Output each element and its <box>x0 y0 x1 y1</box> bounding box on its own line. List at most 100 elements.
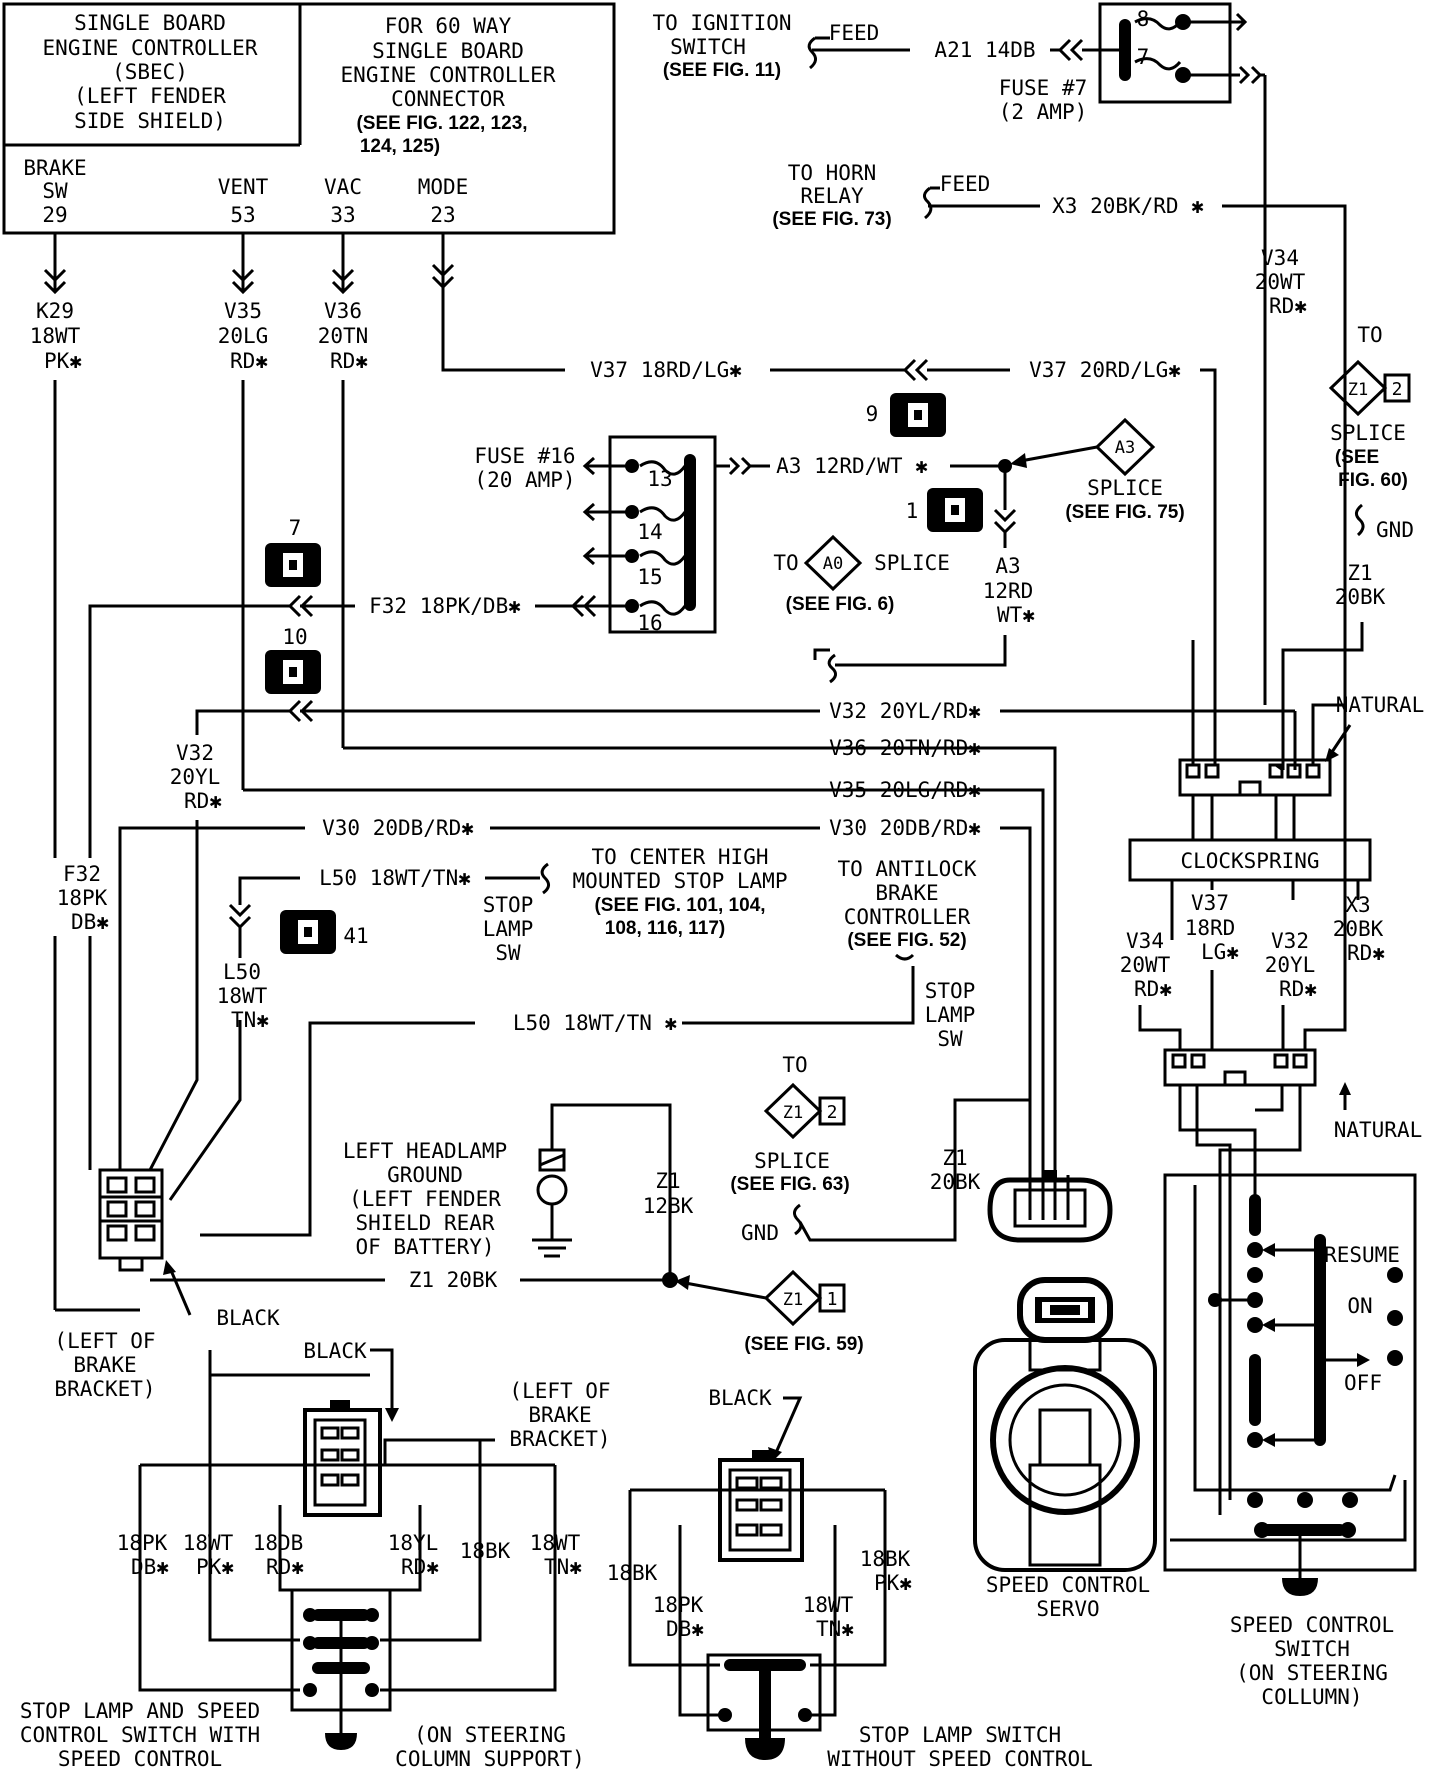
speed-switch-title-3: (ON STEERING <box>1236 1661 1388 1685</box>
l50-mid-run <box>200 1021 475 1237</box>
natural-connector-bottom: NATURAL <box>1163 1048 1422 1142</box>
natural-top-label: NATURAL <box>1336 693 1425 717</box>
splice-z1-mid: TO Z1 2 SPLICE (SEE FIG. 63) GND Z1 20BK <box>730 1053 1032 1245</box>
switch-connector-left: BLACK (LEFT OF BRAKE BRACKET) <box>54 1168 280 1401</box>
sbec-pin-terminals <box>43 233 455 295</box>
wire-v32-h: V32 20YL/RD✱ <box>829 699 981 723</box>
fuse-7: 8 7 FUSE #7 (2 AMP) <box>999 2 1265 124</box>
wire-l50-v-2: 18WT <box>217 984 268 1008</box>
wire-a21: A21 14DB <box>934 38 1035 62</box>
fuse16-pin-13: 13 <box>647 467 672 491</box>
connector-41-label: 41 <box>343 924 368 948</box>
chmsl-to-1: TO CENTER HIGH <box>591 845 768 869</box>
wire-v30-right: V30 20DB/RD✱ <box>829 816 981 840</box>
connector-1: 1 <box>906 488 983 532</box>
servo-connector <box>987 1170 1113 1243</box>
wire-x3: X3 20BK/RD ✱ <box>1052 194 1204 218</box>
splice-a3: A3 SPLICE (SEE FIG. 75) <box>1010 417 1185 523</box>
abs-to-1: TO ANTILOCK <box>837 857 976 881</box>
splice-z1-top-to: TO <box>1357 323 1382 347</box>
wire-z1-20bk-v-2: 20BK <box>930 1170 981 1194</box>
sw-with-w4-2: RD✱ <box>401 1555 439 1579</box>
sw-with-w2-2: PK✱ <box>196 1555 234 1579</box>
splice-z1-mid-label: SPLICE <box>754 1149 830 1173</box>
connector-10-label: 10 <box>282 625 307 649</box>
sbec-wire-runs <box>53 380 1000 1312</box>
connector-7-label: 7 <box>289 516 302 540</box>
splice-a0-label: SPLICE <box>874 551 950 575</box>
connector-10: 10 <box>265 625 321 694</box>
sw-with-w6-2: TN✱ <box>544 1555 582 1579</box>
wire-v36-h: V36 20TN/RD✱ <box>829 736 981 760</box>
splice-z1-mid-gnd: GND <box>741 1221 779 1245</box>
wire-k29-2: 18WT <box>30 324 81 348</box>
sw-with-w6-1: 18WT <box>530 1531 581 1555</box>
sbec-title-2: ENGINE CONTROLLER <box>43 36 258 60</box>
abs-ref: (SEE FIG. 52) <box>847 930 966 951</box>
sw-with-w1-2: DB✱ <box>131 1555 169 1579</box>
sbec-connector-1: FOR 60 WAY <box>385 14 512 38</box>
sw-without-w3-1: 18WT <box>803 1593 854 1617</box>
wire-k29-3: PK✱ <box>44 349 82 373</box>
splice-a3-label: SPLICE <box>1087 476 1163 500</box>
pin-brake-sw-name-2: SW <box>42 179 68 203</box>
sbec-connector-4: CONNECTOR <box>391 87 505 111</box>
wire-v32-v-3: RD✱ <box>184 789 222 813</box>
wire-f32-v-1: F32 <box>63 862 101 886</box>
l50-chmsl <box>168 862 550 1201</box>
black-label: BLACK <box>216 1306 280 1330</box>
speed-switch-title-1: SPEED CONTROL <box>1230 1613 1394 1637</box>
sw-without-w3-2: TN✱ <box>816 1617 854 1641</box>
connector-41: 41 <box>280 910 369 954</box>
headlamp-4: SHIELD REAR <box>355 1211 494 1235</box>
sw-with-black: BLACK <box>303 1339 367 1363</box>
pin-brake-sw-name-1: BRAKE <box>23 156 86 180</box>
splice-z1-bot: Z1 1 (SEE FIG. 59) <box>675 1269 864 1355</box>
left-bracket-3: BRACKET) <box>54 1377 155 1401</box>
sw-without-title-1: STOP LAMP SWITCH <box>859 1723 1061 1747</box>
cs-v34-1: V34 <box>1126 929 1164 953</box>
wire-l50-top: L50 18WT/TN✱ <box>319 866 471 890</box>
wire-v35-2: 20LG <box>218 324 269 348</box>
splice-a0-ref: (SEE FIG. 6) <box>786 594 895 615</box>
sbec-title-3: (SBEC) <box>112 60 188 84</box>
headlamp-2: GROUND <box>387 1163 463 1187</box>
wire-f32-h: F32 18PK/DB✱ <box>369 594 521 618</box>
sbec-title-4: (LEFT FENDER <box>74 84 226 108</box>
fuse16-pin-15: 15 <box>637 565 662 589</box>
headlamp-5: OF BATTERY) <box>355 1235 494 1259</box>
sw-without-title-2: WITHOUT SPEED CONTROL <box>827 1747 1093 1771</box>
horn-to-1: TO HORN <box>788 161 877 185</box>
cs-x3-3: RD✱ <box>1347 941 1385 965</box>
chmsl-to-2: MOUNTED STOP LAMP <box>573 869 788 893</box>
splice-z1-mid-ref: (SEE FIG. 63) <box>730 1174 849 1195</box>
cs-v34-3: RD✱ <box>1134 977 1172 1001</box>
servo-label-2: SERVO <box>1036 1597 1099 1621</box>
wire-l50-mid: L50 18WT/TN ✱ <box>513 1011 678 1035</box>
splice-a3-ref: (SEE FIG. 75) <box>1065 502 1184 523</box>
sbec-title-5: SIDE SHIELD) <box>74 109 226 133</box>
speed-control-switch: RESUME ON OFF SPEED CONTROL SWITCH (ON S… <box>1163 1085 1417 1709</box>
wire-v34-1: V34 <box>1261 246 1299 270</box>
v37-wire <box>441 287 1217 640</box>
stop-lamp-switch-no-speed: BLACK 18BK 18PK DB✱ 18WT TN✱ 18BK PK✱ ST… <box>607 1386 1093 1771</box>
wire-f32-v-2: 18PK <box>57 886 108 910</box>
v36-run <box>1000 746 1057 1175</box>
wire-z1-12bk-1: Z1 <box>655 1169 680 1193</box>
headlamp-1: LEFT HEADLAMP <box>343 1139 507 1163</box>
wire-z1-right-2: 20BK <box>1335 585 1386 609</box>
wire-z1-12bk-2: 12BK <box>643 1194 694 1218</box>
horn-feed: TO HORN RELAY (SEE FIG. 73) FEED X3 20BK… <box>772 161 1347 1030</box>
sw-with-w5-1: 18BK <box>460 1539 511 1563</box>
sw-with-bracket-3: BRACKET) <box>509 1427 610 1451</box>
horn-feed-label: FEED <box>940 172 991 196</box>
ignition-feed: TO IGNITION SWITCH (SEE FIG. 11) FEED A2… <box>652 11 1120 81</box>
fuse7-label-1: FUSE #7 <box>999 76 1088 100</box>
fuse7-pin-7: 7 <box>1137 45 1150 69</box>
splice-z1-top-label: SPLICE <box>1330 421 1406 445</box>
sw-with-w4-1: 18YL <box>388 1531 439 1555</box>
wire-a3-v-2: 12RD <box>983 579 1034 603</box>
abs-controller: TO ANTILOCK BRAKE CONTROLLER (SEE FIG. 5… <box>682 857 977 1051</box>
clockspring-wires: V34 20WT RD✱ V37 18RD LG✱ V32 20YL RD✱ X… <box>1120 880 1385 1050</box>
splice-z1-top-ref-2: FIG. 60) <box>1338 470 1408 491</box>
